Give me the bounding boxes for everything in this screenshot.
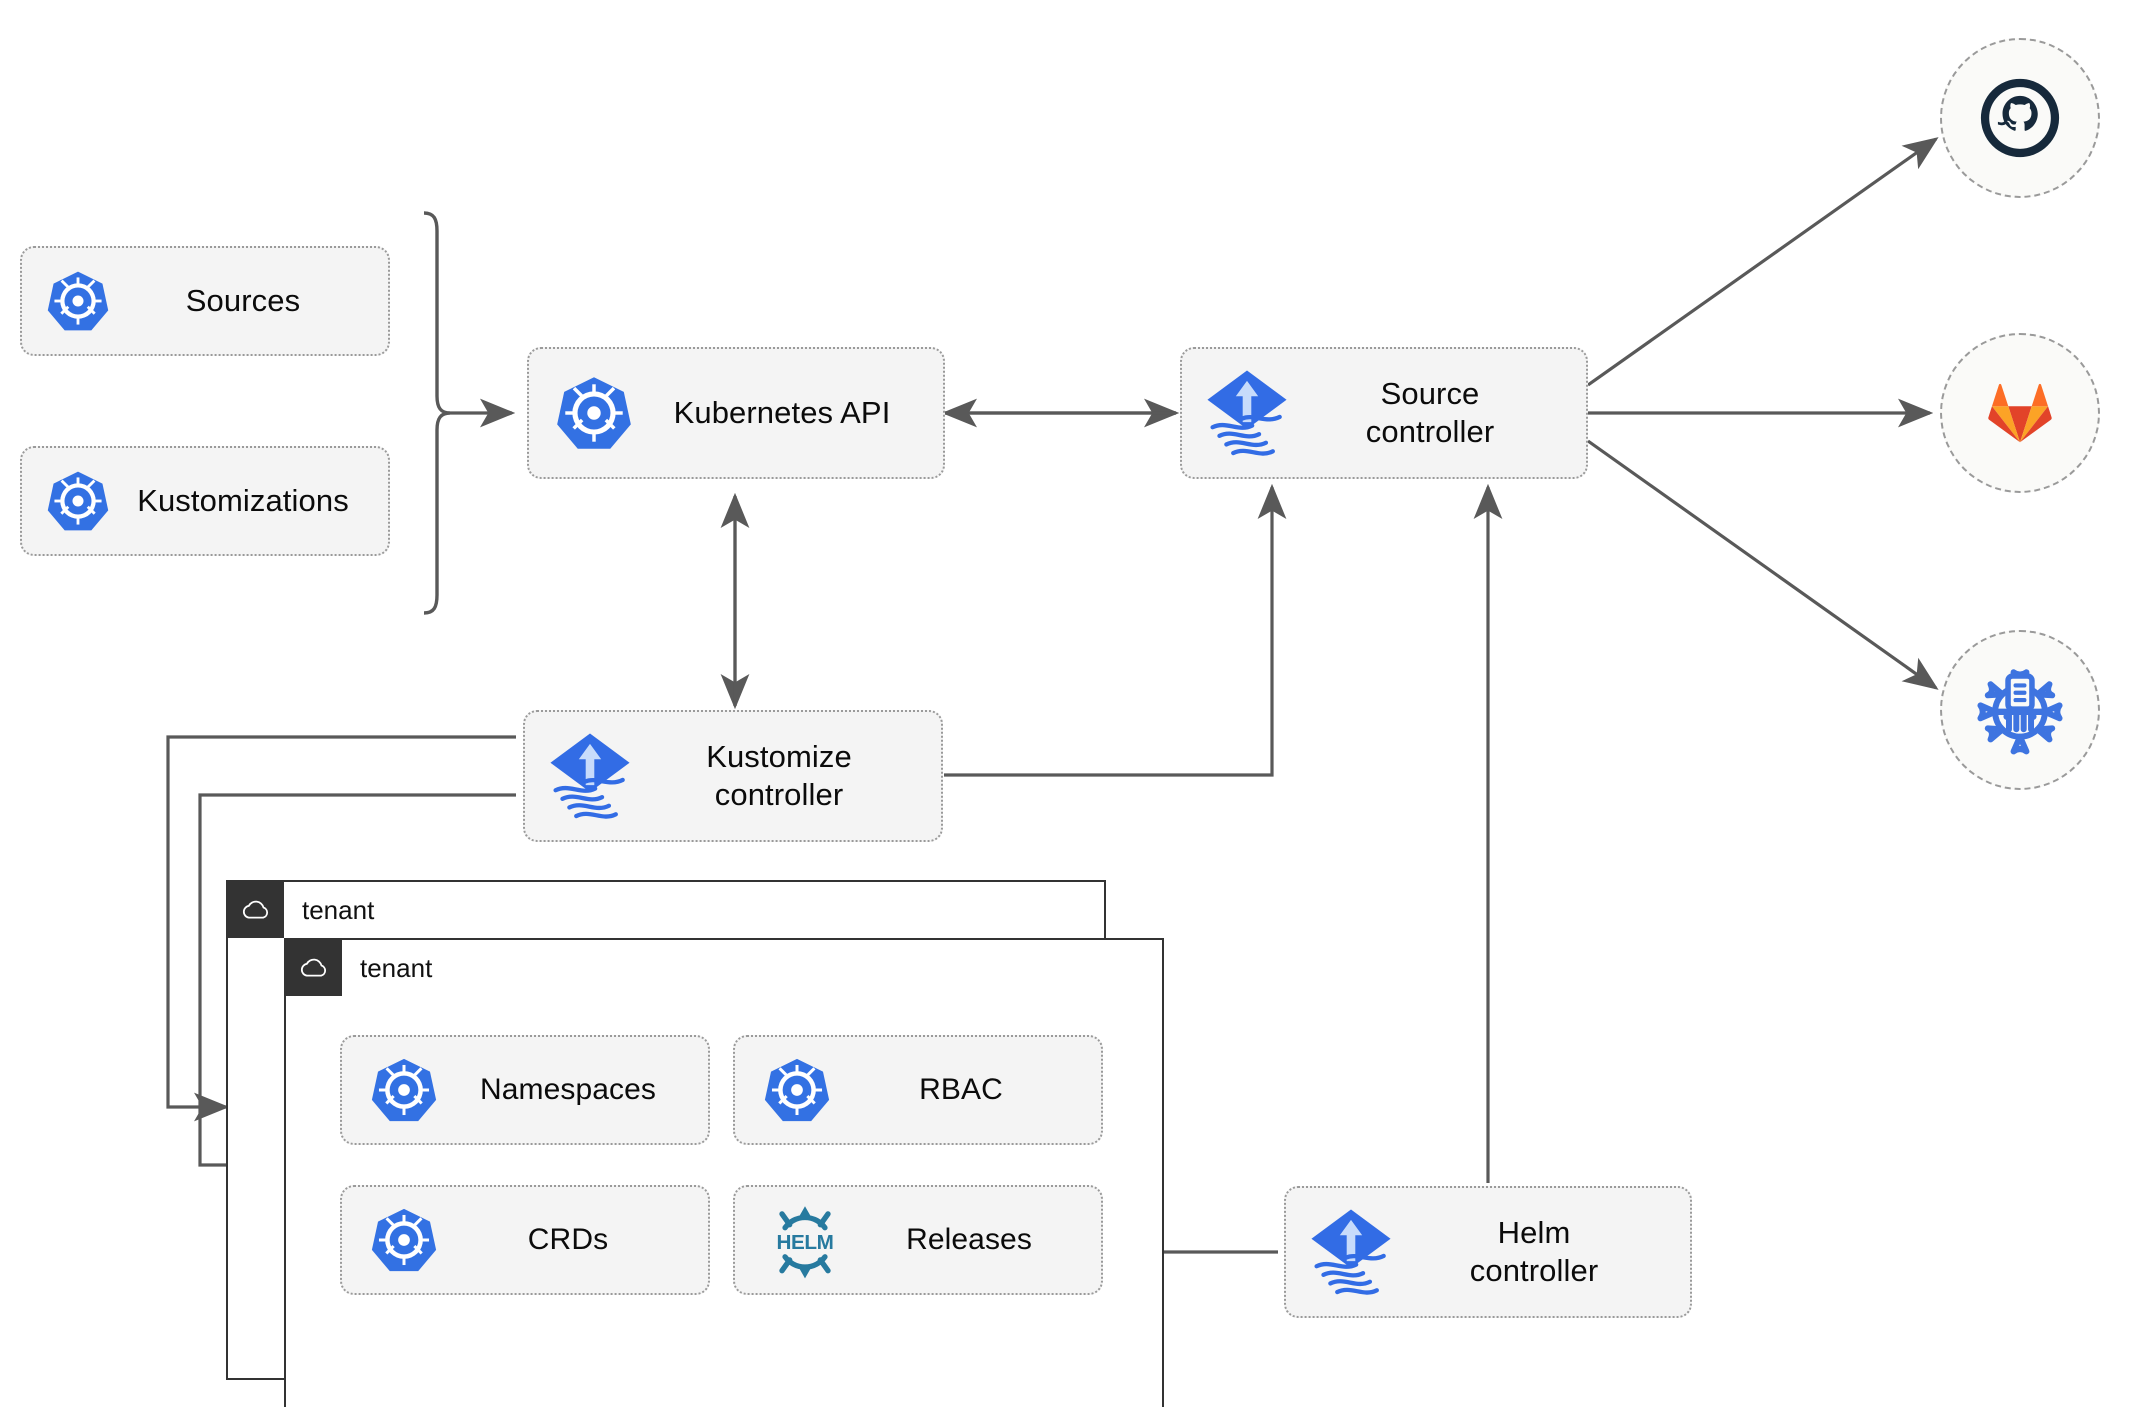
kubernetes-icon <box>366 1052 442 1128</box>
tenant-resource-crds[interactable]: CRDs <box>340 1185 710 1295</box>
source-controller-node[interactable]: Source controller <box>1180 347 1588 479</box>
tenant-resource-label: CRDs <box>527 1222 609 1256</box>
kustomize-controller-node[interactable]: Kustomize controller <box>523 710 943 842</box>
kustomize-controller-label: Kustomize controller <box>706 739 852 812</box>
cloud-icon <box>228 882 284 938</box>
provider-github[interactable] <box>1940 38 2100 198</box>
kubernetes-icon <box>42 465 114 537</box>
provider-helm-repository[interactable] <box>1940 630 2100 790</box>
resource-card-label: Sources <box>185 283 301 319</box>
kubernetes-icon <box>759 1052 835 1128</box>
github-icon <box>1980 78 2060 158</box>
tenant-label: tenant <box>360 952 433 983</box>
kubernetes-api-node[interactable]: Kubernetes API <box>527 347 945 479</box>
provider-gitlab[interactable] <box>1940 333 2100 493</box>
svg-text:HELM: HELM <box>776 1231 833 1254</box>
gitlab-icon <box>1988 383 2052 443</box>
kubernetes-api-label: Kubernetes API <box>673 395 891 431</box>
tenant-resource-label: Releases <box>906 1222 1032 1256</box>
helm-controller-label: Helm controller <box>1469 1215 1599 1288</box>
flux-icon <box>1204 367 1290 459</box>
cloud-icon <box>286 940 342 996</box>
kubernetes-icon <box>42 265 114 337</box>
tenant-resource-releases[interactable]: HELM Releases <box>733 1185 1103 1295</box>
helm-repository-icon <box>1977 669 2063 755</box>
tenant-container-front[interactable]: tenant <box>284 938 1164 1407</box>
tenant-header: tenant <box>228 882 374 938</box>
resource-card-sources[interactable]: Sources <box>20 246 390 356</box>
tenant-header: tenant <box>286 940 432 996</box>
source-controller-label: Source controller <box>1365 376 1495 449</box>
resource-card-label: Kustomizations <box>137 483 349 519</box>
tenant-label: tenant <box>302 894 375 925</box>
resource-card-kustomizations[interactable]: Kustomizations <box>20 446 390 556</box>
kubernetes-icon <box>551 367 637 459</box>
tenant-resource-label: Namespaces <box>479 1072 657 1106</box>
flux-icon <box>547 730 633 822</box>
flux-icon <box>1308 1206 1394 1298</box>
tenant-resource-namespaces[interactable]: Namespaces <box>340 1035 710 1145</box>
helm-controller-node[interactable]: Helm controller <box>1284 1186 1692 1318</box>
tenant-resource-rbac[interactable]: RBAC <box>733 1035 1103 1145</box>
kubernetes-icon <box>366 1202 442 1278</box>
tenant-resource-label: RBAC <box>919 1072 1003 1106</box>
helm-icon: HELM <box>759 1202 851 1279</box>
